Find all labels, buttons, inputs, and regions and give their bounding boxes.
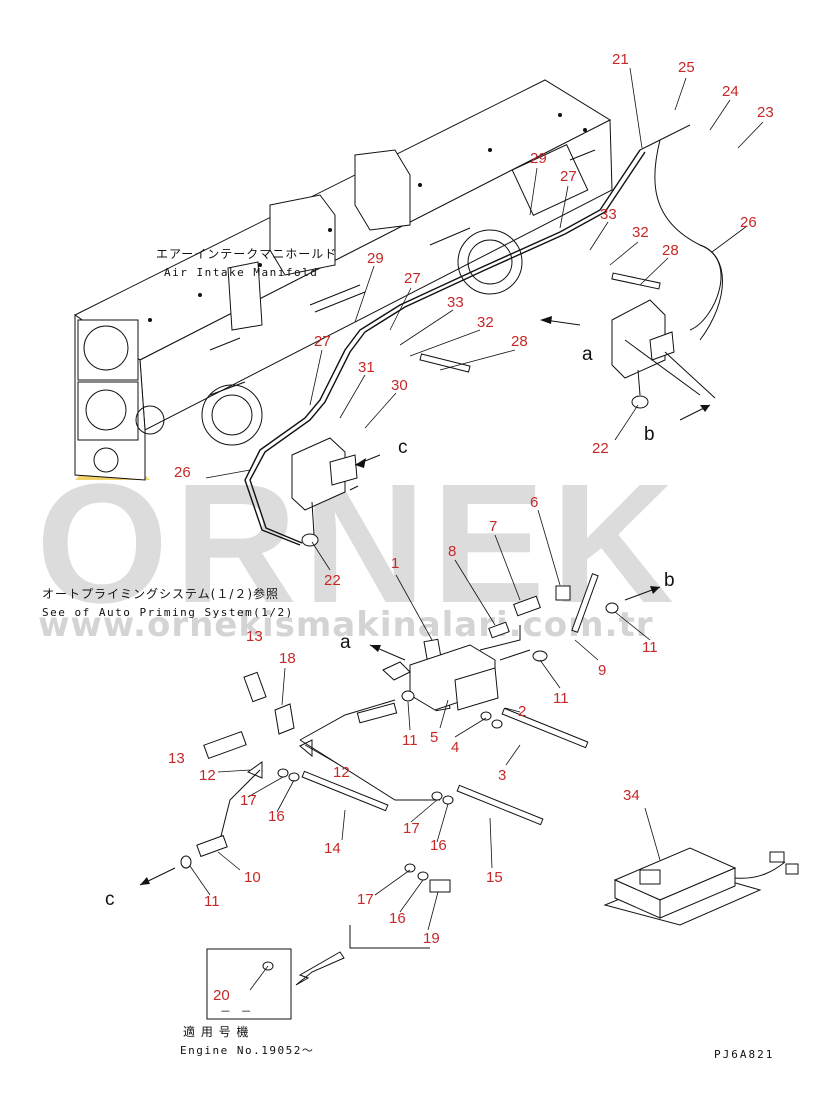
- part-number-31: 31: [358, 359, 375, 376]
- part-number-6: 6: [530, 494, 538, 511]
- priming-pump-left: [291, 437, 381, 547]
- part-number-1: 1: [391, 555, 399, 572]
- part-number-28-lower: 28: [511, 333, 528, 350]
- part-number-10: 10: [244, 869, 261, 886]
- part-number-30: 30: [391, 377, 408, 394]
- part-number-25: 25: [678, 59, 695, 76]
- manifold-caption-en: Air Intake Manifold: [164, 266, 318, 279]
- part-number-23: 23: [757, 104, 774, 121]
- part-number-22-lower: 22: [324, 572, 341, 589]
- part-number-9: 9: [598, 662, 606, 679]
- manifold-caption-jp: エアーインテークマニホールド: [156, 247, 337, 261]
- part-number-18: 18: [279, 650, 296, 667]
- part-number-7: 7: [489, 518, 497, 535]
- air-intake-manifold-drawing: [74, 79, 613, 481]
- part-number-20: 20: [213, 987, 230, 1004]
- part-number-21: 21: [612, 51, 629, 68]
- part-number-17-lower: 17: [357, 891, 374, 908]
- part-number-17-mid: 17: [403, 820, 420, 837]
- lever-assembly: [139, 272, 661, 949]
- part-number-labels: 21 25 24 23 29 27 33 26 32 28 29 27 33 3…: [168, 51, 774, 1004]
- part-number-11-lower: 11: [204, 893, 220, 910]
- part-number-12-left: 12: [199, 767, 216, 784]
- part-number-22-upper: 22: [592, 440, 609, 457]
- ref-letter-c-upper: c: [398, 437, 408, 458]
- part-number-15: 15: [486, 869, 503, 886]
- ref-letter-b-lower: b: [664, 570, 675, 591]
- part-number-8: 8: [448, 543, 456, 560]
- ref-letter-a-lower: a: [340, 632, 351, 653]
- part-number-27-upper: 27: [560, 168, 577, 185]
- ref-letter-b-upper: b: [644, 424, 655, 445]
- part-number-17-left: 17: [240, 792, 257, 809]
- leader-lines: [189, 67, 764, 931]
- part-number-4: 4: [451, 739, 459, 756]
- part-number-33-upper: 33: [600, 206, 617, 223]
- watermark-brand: ORNEK: [36, 449, 680, 639]
- engine-caption-jp: 適 用 号 機: [183, 1024, 249, 1039]
- fuel-pipes: [244, 124, 723, 546]
- part-number-29-upper: 29: [530, 150, 547, 167]
- part-number-27-lower: 27: [314, 333, 331, 350]
- part-number-34: 34: [623, 787, 640, 804]
- part-number-2: 2: [518, 703, 526, 720]
- part-number-33-lower: 33: [447, 294, 464, 311]
- ref-letter-c-lower: c: [105, 889, 115, 910]
- part-number-19: 19: [423, 930, 440, 947]
- part-number-16-left: 16: [268, 808, 285, 825]
- priming-caption-en: See of Auto Priming System(1/2): [42, 606, 294, 619]
- inset-mark: － －: [220, 1005, 253, 1018]
- part-number-27-mid: 27: [404, 270, 421, 287]
- inset-box: － －: [206, 948, 345, 1020]
- part-number-14: 14: [324, 840, 341, 857]
- part-number-32-lower: 32: [477, 314, 494, 331]
- part-number-13-lower: 13: [168, 750, 185, 767]
- part-number-11-right: 11: [642, 639, 658, 656]
- part-number-5: 5: [430, 729, 438, 746]
- engine-caption-en: Engine No.19052～: [180, 1044, 314, 1057]
- part-number-11-left: 11: [402, 732, 418, 749]
- part-number-28-upper: 28: [662, 242, 679, 259]
- part-number-24: 24: [722, 83, 739, 100]
- watermark-url: www.ornekismakinalari.com.tr: [38, 605, 653, 645]
- part-number-29-lower: 29: [367, 250, 384, 267]
- part-number-13-upper: 13: [246, 628, 263, 645]
- ref-letter-a-upper: a: [582, 344, 593, 365]
- controller-unit: [603, 847, 799, 926]
- part-number-26-upper: 26: [740, 214, 757, 231]
- part-number-16-mid: 16: [430, 837, 447, 854]
- part-number-3: 3: [498, 767, 506, 784]
- part-number-11-mid: 11: [553, 690, 569, 707]
- part-number-16-lower: 16: [389, 910, 406, 927]
- drawing-code: PJ6A821: [714, 1048, 774, 1061]
- part-number-32-upper: 32: [632, 224, 649, 241]
- watermark: ORNEK www.ornekismakinalari.com.tr: [36, 449, 680, 645]
- priming-pump-upper: [611, 299, 716, 421]
- part-number-12-right: 12: [333, 764, 350, 781]
- priming-caption-jp: オートプライミングシステム(１/２)参照: [42, 586, 279, 601]
- part-number-26-lower: 26: [174, 464, 191, 481]
